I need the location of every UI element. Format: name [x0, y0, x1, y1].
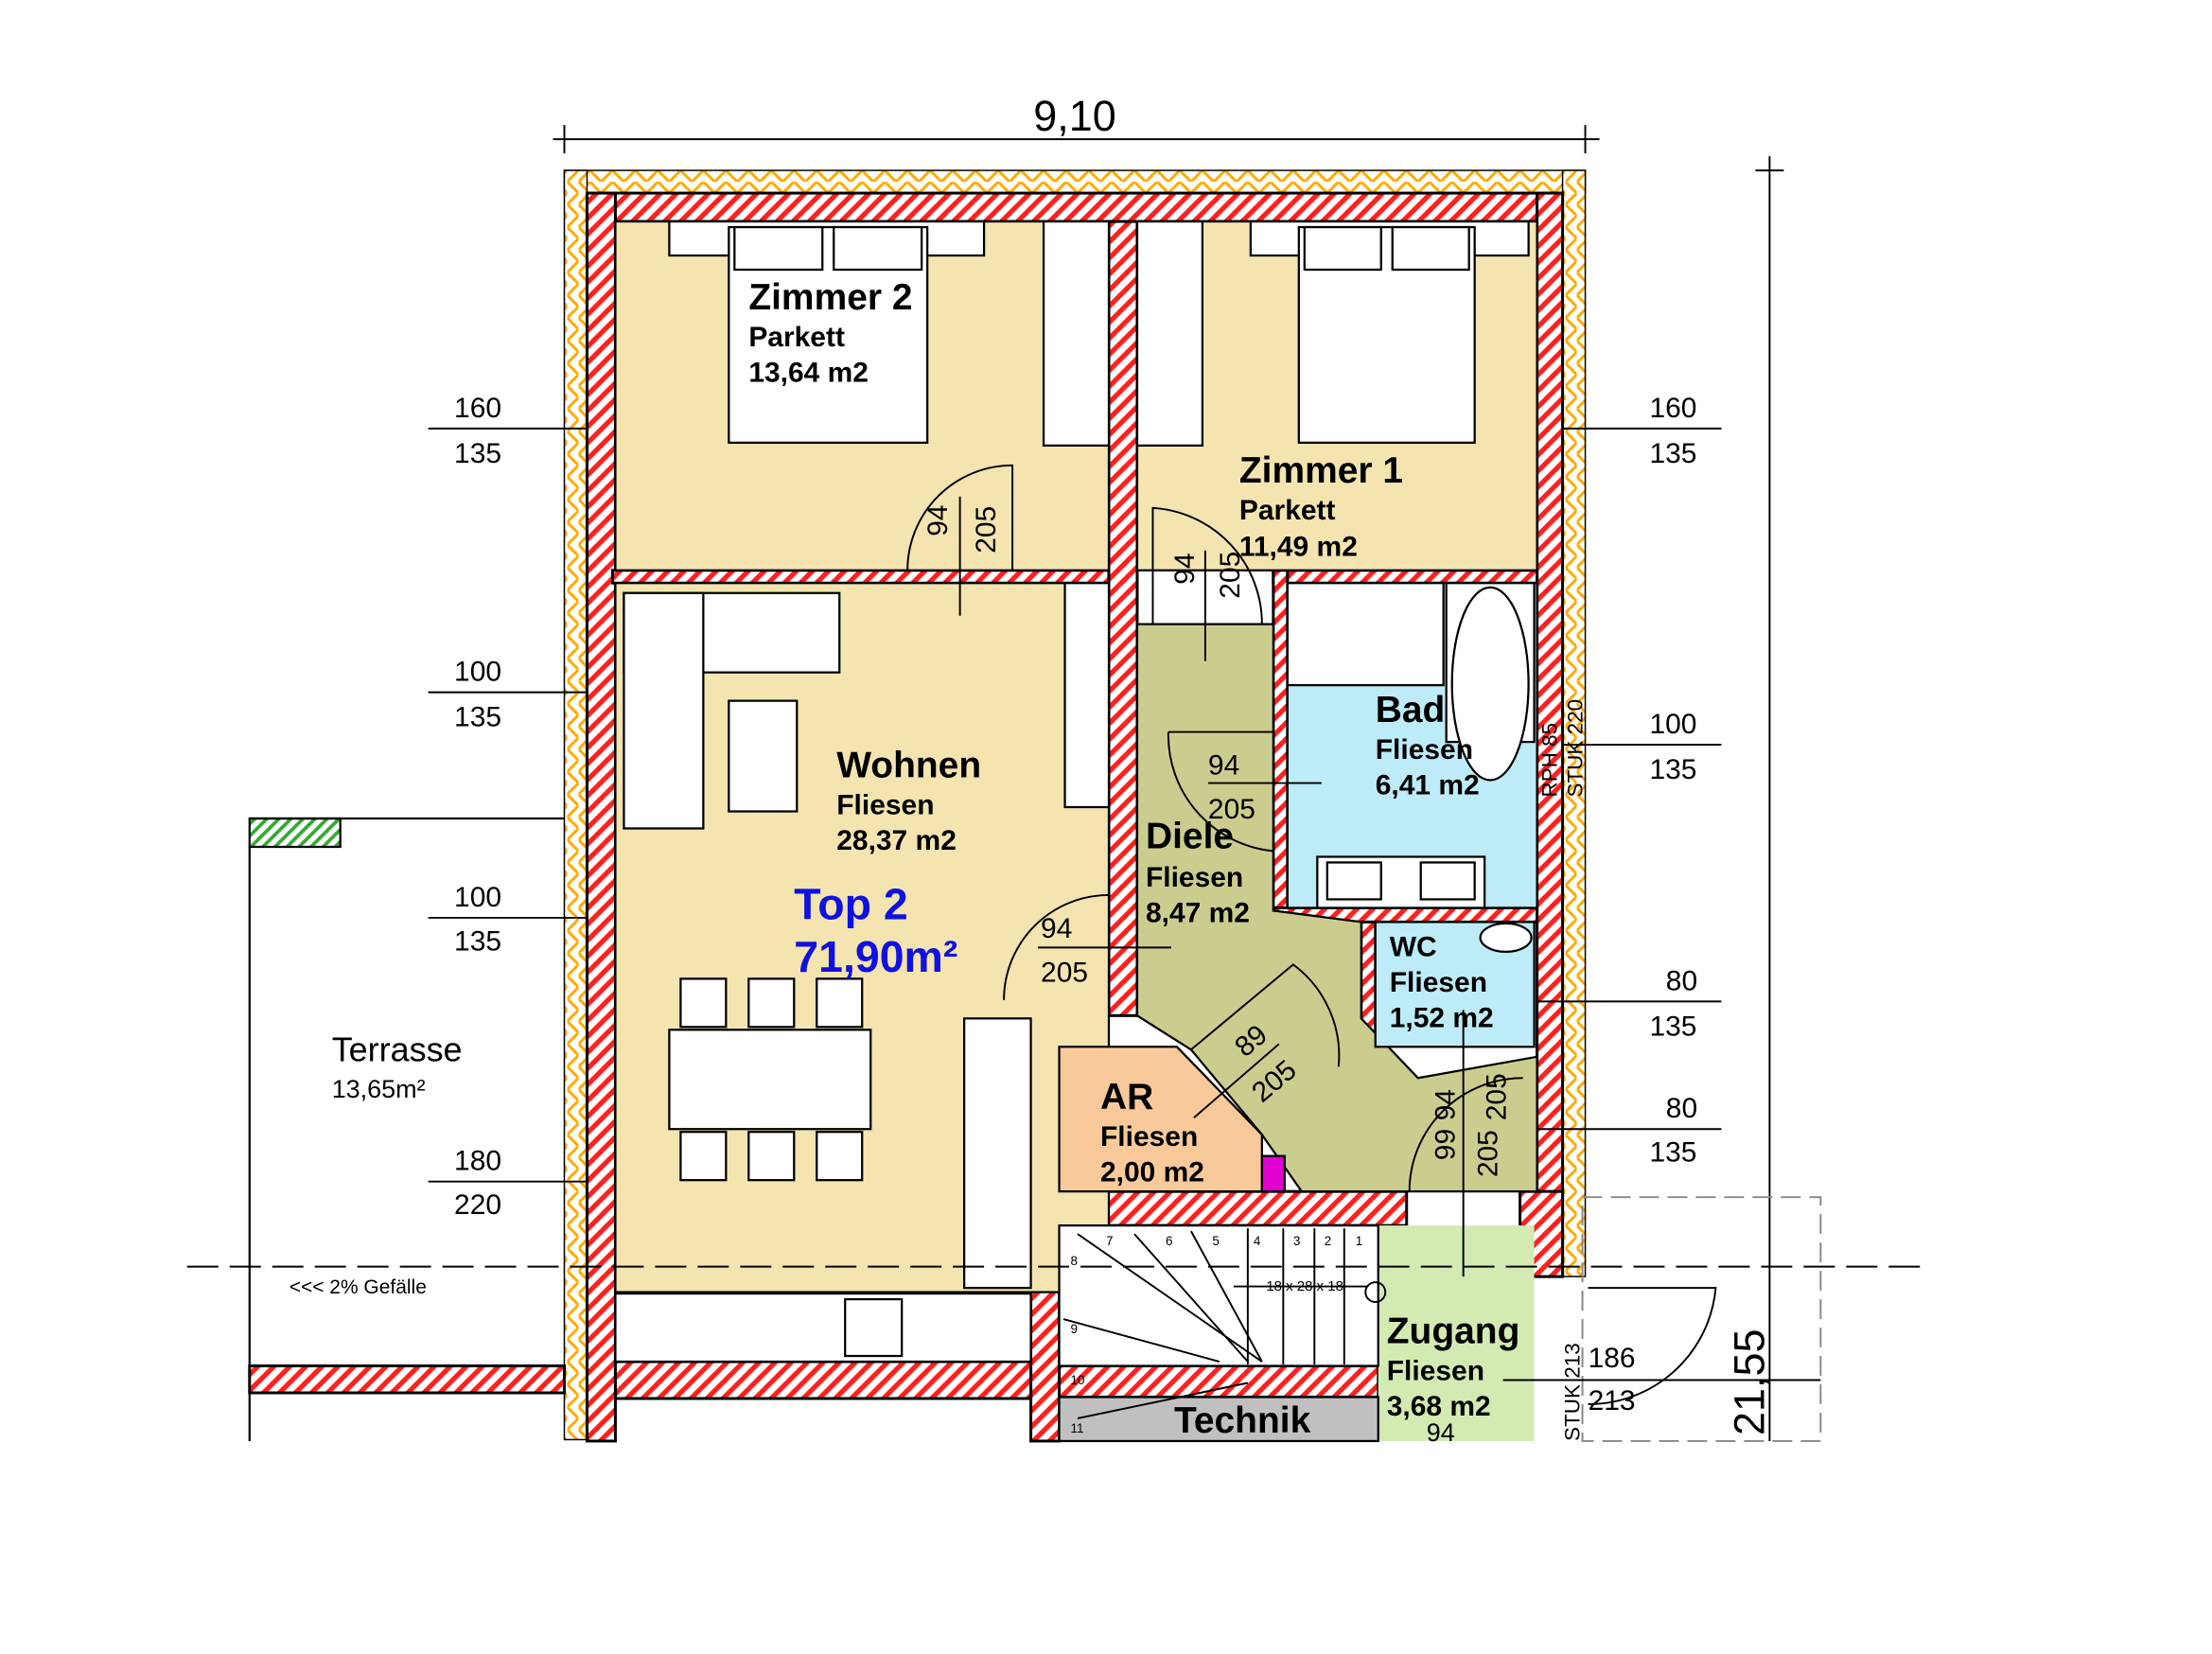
room-floor-zimmer1: Parkett — [1239, 495, 1336, 526]
room-floor-zimmer2: Parkett — [748, 322, 845, 353]
height-dimension: 21,55 — [1725, 1328, 1773, 1434]
room-name-diele: Diele — [1146, 816, 1234, 856]
window-width: 80 — [1666, 965, 1697, 996]
room-floor-zugang: Fliesen — [1387, 1356, 1484, 1387]
step-number: 10 — [1071, 1373, 1085, 1387]
window-height: 135 — [1649, 1137, 1696, 1169]
room-floor-ar: Fliesen — [1100, 1121, 1198, 1153]
door-width: 94 — [1041, 913, 1072, 944]
step-number: 1 — [1356, 1234, 1362, 1248]
entry-dim: 213 — [1589, 1385, 1636, 1416]
door-swings — [906, 464, 1523, 1277]
stair-step-numbers: 1 2 3 4 5 6 7 8 9 10 11 — [1071, 1234, 1363, 1435]
step-number: 2 — [1325, 1234, 1332, 1248]
window-height: 220 — [454, 1189, 501, 1221]
room-name-wc: WC — [1390, 931, 1437, 962]
misc-labels: RPH 85 STUK 220 STUK 213 186 213 94 18 x… — [1266, 699, 1635, 1447]
step-number: 9 — [1071, 1322, 1079, 1336]
step-number: 5 — [1212, 1234, 1220, 1248]
door-width: 99 — [1431, 1129, 1462, 1160]
window-height: 135 — [454, 438, 501, 469]
entry-dim: 94 — [1427, 1418, 1455, 1447]
window-height: 135 — [1649, 1011, 1696, 1042]
stuk-label: STUK 213 — [1561, 1343, 1585, 1441]
step-number: 3 — [1293, 1234, 1301, 1248]
room-labels: Zimmer 2 Parkett 13,64 m2 Zimmer 1 Parke… — [290, 277, 1520, 1441]
room-name-wohnen: Wohnen — [836, 746, 981, 786]
step-number: 7 — [1106, 1234, 1114, 1248]
room-name-bad: Bad — [1376, 690, 1446, 730]
room-area-ar: 2,00 m2 — [1100, 1157, 1204, 1188]
room-area-zimmer1: 11,49 m2 — [1239, 532, 1358, 563]
door-width: 94 — [922, 504, 954, 536]
window-dimensions: 160 135 100 135 100 135 180 220 160 135 … — [454, 393, 1697, 1221]
door-width: 94 — [1208, 750, 1239, 782]
stuk-label: STUK 220 — [1564, 699, 1588, 798]
slope-note: <<< 2% Gefälle — [290, 1276, 427, 1298]
room-name-technik: Technik — [1174, 1400, 1311, 1441]
room-name-zimmer1: Zimmer 1 — [1239, 450, 1403, 491]
room-name-ar: AR — [1100, 1077, 1153, 1117]
stair — [1062, 1228, 1387, 1419]
step-number: 11 — [1071, 1421, 1084, 1435]
step-number: 4 — [1254, 1234, 1261, 1248]
walls — [248, 191, 1565, 1443]
window-height: 135 — [454, 925, 501, 957]
door-width: 94 — [1169, 553, 1201, 584]
room-floor-wc: Fliesen — [1390, 967, 1487, 998]
room-name-terrasse: Terrasse — [332, 1029, 463, 1068]
door-width: 94 — [1431, 1089, 1462, 1120]
room-floor-wohnen: Fliesen — [836, 790, 934, 821]
unit-name: Top 2 — [794, 879, 907, 928]
window-width: 80 — [1666, 1093, 1697, 1124]
door-height: 205 — [1473, 1130, 1504, 1177]
step-number: 8 — [1071, 1254, 1079, 1268]
door-height: 205 — [1041, 957, 1088, 988]
room-name-zugang: Zugang — [1387, 1311, 1520, 1352]
door-height: 205 — [1482, 1073, 1513, 1120]
entry-dim: 186 — [1589, 1343, 1636, 1374]
furniture — [614, 220, 1533, 1364]
room-area-wc: 1,52 m2 — [1390, 1002, 1494, 1033]
window-height: 135 — [1649, 438, 1696, 469]
door-height: 205 — [1208, 794, 1255, 825]
window-width: 180 — [454, 1146, 501, 1177]
room-area-diele: 8,47 m2 — [1146, 897, 1250, 928]
door-height: 205 — [971, 506, 1002, 554]
unit-area: 71,90m² — [794, 932, 957, 981]
window-width: 160 — [1649, 393, 1696, 424]
window-height: 135 — [1649, 754, 1696, 785]
window-height: 135 — [454, 702, 501, 733]
room-area-bad: 6,41 m2 — [1376, 770, 1480, 801]
room-name-zimmer2: Zimmer 2 — [748, 277, 912, 318]
width-dimension: 9,10 — [1033, 92, 1116, 140]
room-area-zimmer2: 13,64 m2 — [748, 357, 869, 388]
window-width: 160 — [454, 393, 501, 424]
room-area-zugang: 3,68 m2 — [1387, 1391, 1491, 1422]
room-area-wohnen: 28,37 m2 — [836, 825, 957, 856]
rph-label: RPH 85 — [1538, 723, 1562, 798]
window-width: 100 — [1649, 709, 1696, 740]
window-width: 100 — [454, 657, 501, 688]
door-height: 205 — [1215, 552, 1246, 599]
room-area-terrasse: 13,65m² — [332, 1075, 426, 1103]
window-width: 100 — [454, 882, 501, 913]
room-floor-bad: Fliesen — [1376, 734, 1473, 765]
step-number: 6 — [1166, 1234, 1173, 1248]
stair-spec: 18 x 28 x 18 — [1266, 1278, 1343, 1294]
room-floor-diele: Fliesen — [1146, 862, 1243, 893]
